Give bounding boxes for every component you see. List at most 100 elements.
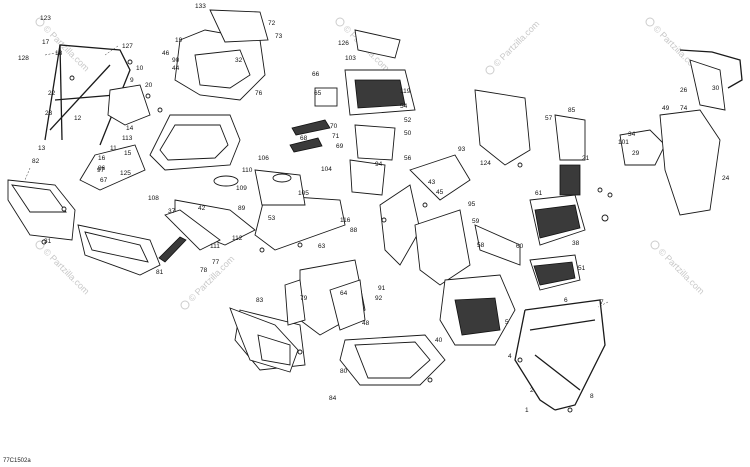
right-panels <box>379 154 586 346</box>
callout-label: 127 <box>122 43 133 50</box>
callout-label: 103 <box>345 55 356 62</box>
callout-label: 24 <box>722 175 730 182</box>
callout-label: 105 <box>298 190 309 197</box>
callout-label: 79 <box>300 295 308 302</box>
callout-label: 65 <box>314 90 322 97</box>
watermark: © Partzilla.com <box>35 240 91 296</box>
front-cage-frame <box>514 299 609 411</box>
callout-label: 78 <box>200 267 208 274</box>
callout-label: 85 <box>568 107 576 114</box>
callout-label: 32 <box>235 57 243 64</box>
callout-label: 31 <box>44 238 52 245</box>
callout-label: 112 <box>232 235 243 242</box>
diagram-code: 77C1502a <box>3 458 31 464</box>
callout-label: 133 <box>195 3 206 10</box>
cup-parts <box>164 87 338 251</box>
callout-label: 61 <box>535 190 543 197</box>
callout-label: 9 <box>130 77 134 84</box>
callout-label: 17 <box>42 39 50 46</box>
callout-label: 89 <box>238 205 246 212</box>
callout-label: 54 <box>400 103 408 110</box>
callout-label: 30 <box>712 85 720 92</box>
watermark-text: © Partzilla.com <box>41 23 91 73</box>
callout-label: 95 <box>468 201 476 208</box>
callout-label: 84 <box>329 395 337 402</box>
callout-label: 38 <box>572 240 580 247</box>
floor-tub <box>79 84 241 191</box>
callout-label: 53 <box>268 215 276 222</box>
watermark: © Partzilla.com <box>650 240 706 296</box>
callout-label: 13 <box>38 145 46 152</box>
callout-label: 11 <box>110 145 117 152</box>
callout-label: 56 <box>404 155 412 162</box>
callout-label: 72 <box>268 20 276 27</box>
callout-label: 123 <box>40 15 51 22</box>
callout-label: 69 <box>336 143 344 150</box>
callout-label: 21 <box>582 155 590 162</box>
callout-label: 67 <box>100 177 108 184</box>
callout-label: 34 <box>628 131 636 138</box>
callout-label: 88 <box>350 227 358 234</box>
callout-label: 124 <box>480 160 491 167</box>
callout-label: 22 <box>48 90 56 97</box>
callout-label: 104 <box>321 166 332 173</box>
watermark-text: © Partzilla.com <box>41 246 91 296</box>
callout-label: 23 <box>45 110 53 117</box>
callout-label: 10 <box>136 65 144 72</box>
callout-label: 64 <box>340 290 348 297</box>
callout-label: 111 <box>210 243 220 250</box>
right-upper-parts <box>474 49 743 216</box>
callout-label: 8 <box>590 393 594 400</box>
callout-label: 110 <box>242 167 253 174</box>
callout-label: 83 <box>256 297 264 304</box>
callout-label: 46 <box>162 50 170 57</box>
callout-label: 58 <box>477 242 485 249</box>
callout-label: 15 <box>124 150 132 157</box>
callout-label: 63 <box>318 243 326 250</box>
watermark-text: © Partzilla.com <box>491 19 541 69</box>
callout-label: 51 <box>578 265 586 272</box>
watermark-text: © Partzilla.com <box>656 246 706 296</box>
callout-label: 108 <box>148 195 159 202</box>
callout-label: 86 <box>98 165 106 172</box>
lower-left-panel <box>77 224 187 276</box>
callout-label: 71 <box>332 133 340 140</box>
callout-labels: 1231718127128101192022231412131615861251… <box>18 3 730 414</box>
callout-label: 68 <box>300 135 308 142</box>
callout-label: 7 <box>600 299 604 306</box>
center-console <box>254 29 416 251</box>
callout-label: 92 <box>375 295 383 302</box>
callout-label: 116 <box>340 217 351 224</box>
callout-label: 60 <box>516 243 524 250</box>
callout-label: 12 <box>74 115 82 122</box>
upper-console <box>174 9 269 101</box>
callout-label: 80 <box>340 368 348 375</box>
callout-label: 1 <box>525 407 529 414</box>
left-lower-panel <box>229 307 299 373</box>
callout-label: 52 <box>404 117 412 124</box>
callout-label: 40 <box>435 337 443 344</box>
left-side-panel <box>7 167 76 241</box>
callout-label: 16 <box>98 155 106 162</box>
callout-label: 59 <box>472 218 480 225</box>
callout-label: 125 <box>120 170 131 177</box>
callout-label: 73 <box>275 33 283 40</box>
callout-label: 97 <box>97 167 105 174</box>
callout-label: 94 <box>375 161 383 168</box>
callout-label: 109 <box>236 185 247 192</box>
callout-label: 44 <box>172 65 180 72</box>
callout-label: 91 <box>378 285 386 292</box>
callout-label: 82 <box>32 158 40 165</box>
callout-label: 90 <box>172 57 180 64</box>
callout-label: 49 <box>662 105 670 112</box>
callout-label: 14 <box>126 125 134 132</box>
callout-label: 101 <box>618 139 629 146</box>
watermark: © Partzilla.com <box>485 19 541 75</box>
callout-label: 74 <box>680 105 688 112</box>
watermark: © Partzilla.com <box>180 254 236 310</box>
callout-label: 2 <box>530 387 534 394</box>
callout-label: 81 <box>156 269 164 276</box>
callout-label: 20 <box>145 82 153 89</box>
callout-label: 43 <box>428 179 436 186</box>
callout-label: 126 <box>338 40 349 47</box>
